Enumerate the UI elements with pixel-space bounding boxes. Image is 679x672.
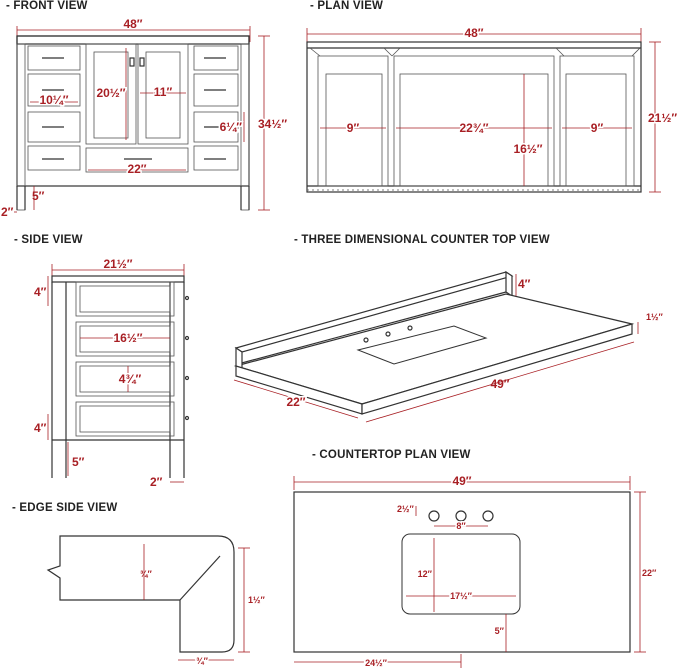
countertop-sink [356,325,488,365]
front-leg-label: 5″ [32,189,45,203]
plan-right-bay: 9″ [591,121,604,135]
side-view-title: - SIDE VIEW [14,234,83,246]
plan-depth-label: 21½″ [648,111,677,125]
side-foot-label: 2″ [150,475,163,489]
countertop-depth: 22″ [642,568,657,578]
plan-frame [306,41,642,193]
front-view: - FRONT VIEW 48″ [1,0,289,219]
edge-top-thickness: ¾″ [140,569,153,579]
three-d-thickness: 1½″ [646,312,664,322]
plan-view-title: - PLAN VIEW [310,0,383,12]
countertop-length: 49″ [452,474,471,488]
front-door-height: 20½″ [96,86,125,100]
countertop-plan-title: - COUNTERTOP PLAN VIEW [312,449,471,461]
edge-profile [46,535,235,653]
edge-view-title: - EDGE SIDE VIEW [12,502,117,514]
countertop-sink-width: 17½″ [450,591,473,601]
countertop-plan-view: - COUNTERTOP PLAN VIEW 49″ 2½″ 8″ 12″ 17… [293,449,659,670]
countertop-faucet-offset: 2½″ [397,504,415,514]
three-d-backsplash: 4″ [518,277,531,291]
edge-height: 1½″ [248,595,266,605]
front-drawer-width: 10¼″ [39,93,68,107]
side-view: - SIDE VIEW 21½″ 4″ 4″ 16½″ 4¾″ [14,234,190,489]
front-door-width: 11″ [154,85,173,99]
edge-depth: ¾″ [196,656,209,666]
edge-side-view: - EDGE SIDE VIEW ¾″ 1½″ ¾″ [12,502,266,668]
side-bottom-gap: 4″ [34,421,47,435]
front-view-title: - FRONT VIEW [6,0,88,12]
plan-interior-depth: 16½″ [513,142,542,156]
three-d-counter-view: - THREE DIMENSIONAL COUNTER TOP VIEW 4″ … [233,234,664,423]
front-height-label: 34½″ [258,117,287,131]
countertop-plan-sink [401,533,521,615]
countertop-sink-left: 24½″ [365,658,388,668]
side-depth-label: 21½″ [103,257,132,271]
front-toe-label: 2″ [1,205,14,219]
front-bottom-drawer: 22″ [127,162,146,176]
countertop-sink-front: 5″ [495,626,505,636]
front-width-label: 48″ [123,17,142,31]
front-drawer-height: 6¼″ [220,120,243,134]
plan-width-label: 48″ [464,26,483,40]
plan-view: - PLAN VIEW 48″ 9″ 22¾″ 9″ 16½″ 21½″ [306,0,679,193]
plan-center-bay: 22¾″ [459,121,488,135]
three-d-depth: 22″ [286,395,305,409]
side-drawer-depth: 16½″ [113,331,142,345]
side-leg-label: 5″ [72,455,85,469]
countertop-outline [293,491,631,653]
plan-left-bay: 9″ [347,121,360,135]
side-top-gap: 4″ [34,285,47,299]
countertop-sink-depth: 12″ [418,569,433,579]
three-d-length: 49″ [490,377,509,391]
countertop-faucet-spacing: 8″ [456,521,466,531]
side-drawer-height: 4¾″ [119,372,142,386]
three-d-view-title: - THREE DIMENSIONAL COUNTER TOP VIEW [294,234,550,246]
